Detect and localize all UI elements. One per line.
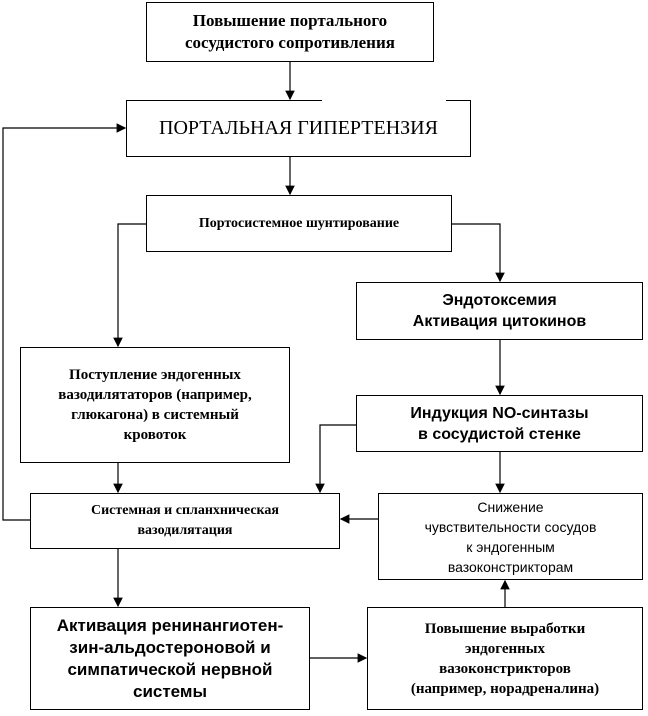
- box-text: (например, норадреналина): [410, 680, 600, 697]
- box-systemic-vasodilation: Системная и спланхническая вазодилятация: [30, 493, 340, 549]
- box-text: вазодилятация: [137, 523, 233, 538]
- box-portosystemic-shunting: Портосистемное шунтирование: [146, 195, 452, 252]
- box-text: Эндотоксемия: [442, 292, 557, 309]
- box-text: глюкагона) в системный: [71, 407, 239, 423]
- box-text: Поступление эндогенных: [69, 367, 241, 383]
- box-text: симпатической нервной: [67, 659, 273, 679]
- box-raas-activation: Активация ренинангиотен-зин-альдостероно…: [30, 607, 310, 710]
- box-portal-resistance: Повышение портального сосудистого сопроти…: [146, 2, 434, 62]
- box-text: ПОРТАЛЬНАЯ ГИПЕРТЕНЗИЯ: [159, 117, 438, 139]
- box-text: кровоток: [123, 427, 187, 443]
- box-vasodilators-entry: Поступление эндогенных вазодилятаторов (н…: [20, 347, 290, 463]
- box-no-synthase: Индукция NO-синтазы в сосудистой стенке: [356, 395, 643, 452]
- border-gap: [322, 98, 446, 102]
- box-text: к эндогенным: [466, 538, 555, 555]
- box-text: эндогенных: [465, 640, 545, 657]
- box-text: чувствительности сосудов: [424, 518, 597, 535]
- box-text: Снижение: [477, 498, 544, 515]
- box-text: системы: [132, 681, 207, 701]
- box-text: вазоконстрикторов: [439, 660, 571, 677]
- box-portal-hypertension: ПОРТАЛЬНАЯ ГИПЕРТЕНЗИЯ: [126, 100, 471, 157]
- box-text: сосудистого сопротивления: [185, 33, 395, 52]
- box-text: в сосудистой стенке: [418, 425, 581, 443]
- box-text: вазоконстрикторам: [447, 558, 574, 575]
- box-text: Системная и спланхническая: [91, 503, 279, 518]
- box-text: зин-альдостероновой и: [69, 637, 271, 657]
- box-text: Повышение портального: [192, 11, 388, 30]
- box-text: Индукция NO-синтазы: [410, 404, 589, 422]
- box-text: Активация ренинангиотен-: [56, 615, 284, 635]
- box-reduced-sensitivity: Снижение чувствительности сосудов к эндоге…: [378, 493, 643, 580]
- box-text: Повышение выработки: [424, 620, 586, 637]
- box-text: Активация цитокинов: [412, 313, 587, 330]
- box-text: Портосистемное шунтирование: [198, 215, 400, 231]
- box-text: вазодилятаторов (например,: [58, 387, 252, 403]
- box-vasoconstrictors-increase: Повышение выработки эндогенных вазоконстри…: [367, 607, 643, 710]
